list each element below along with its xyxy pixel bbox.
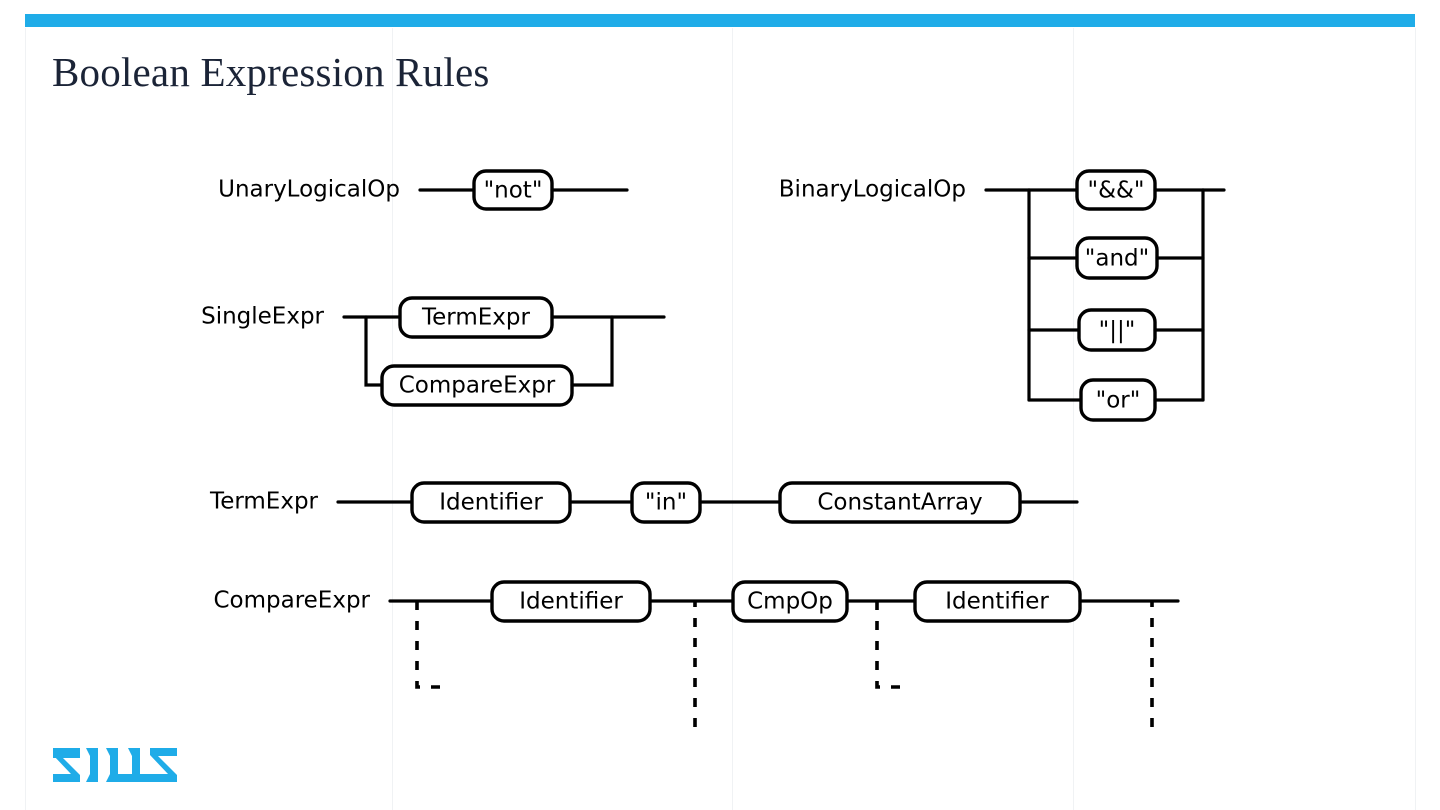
token-label-not: "not" <box>484 178 543 204</box>
token-label-identifier-term: Identifier <box>439 490 543 516</box>
grid-line <box>25 28 26 810</box>
rail-single-right-branch <box>570 315 614 387</box>
dashed-branch-right-in <box>875 601 906 689</box>
zilliz-logo-icon <box>53 748 177 782</box>
token-label-cmpop: CmpOp <box>747 589 833 615</box>
token-label-term-expr: TermExpr <box>421 305 530 331</box>
rail-single-left-branch <box>364 315 384 387</box>
token-label-andand: "&&" <box>1087 178 1144 204</box>
grid-line <box>392 28 393 810</box>
rule-single-expr: SingleExpr TermExpr CompareExpr <box>201 296 666 407</box>
rule-name-compare: CompareExpr <box>213 588 370 614</box>
token-label-compare-expr: CompareExpr <box>399 373 556 399</box>
accent-bar <box>25 14 1415 27</box>
token-label-and: "and" <box>1085 246 1149 272</box>
rule-name-term: TermExpr <box>209 489 318 515</box>
token-label-or: "or" <box>1096 388 1141 414</box>
rule-term-expr: TermExpr Identifier "in" ConstantArray <box>209 481 1079 524</box>
grid-line <box>1415 28 1416 810</box>
token-label-constant-array: ConstantArray <box>817 490 982 516</box>
rule-name-binary: BinaryLogicalOp <box>779 177 966 203</box>
dashed-branch-left-in <box>415 601 446 689</box>
page-title: Boolean Expression Rules <box>52 49 490 95</box>
zilliz-logo <box>52 748 178 782</box>
rule-unary-logical-op: UnaryLogicalOp "not" <box>218 169 629 211</box>
railroad-diagram-svg: UnaryLogicalOp "not" BinaryLogicalOp "&&… <box>201 169 1226 730</box>
rule-name-unary: UnaryLogicalOp <box>218 177 400 203</box>
dashed-branch-right-out <box>1150 601 1154 730</box>
dashed-branch-left-out <box>693 601 697 730</box>
token-label-in: "in" <box>645 490 687 516</box>
token-label-oror: "||" <box>1099 318 1136 344</box>
grid-line <box>1073 28 1074 810</box>
rule-compare-expr: CompareExpr Identifier ConstantExpr CmpO… <box>213 580 1180 730</box>
zilliz-logo-glyphs <box>53 748 177 782</box>
grid-line <box>732 28 733 810</box>
rule-binary-logical-op: BinaryLogicalOp "&&" "and" <box>779 169 1226 422</box>
railroad-diagram: UnaryLogicalOp "not" BinaryLogicalOp "&&… <box>0 130 1440 730</box>
token-label-identifier-right: Identifier <box>945 589 1049 615</box>
rule-name-single: SingleExpr <box>201 304 324 330</box>
token-label-identifier-left: Identifier <box>519 589 623 615</box>
